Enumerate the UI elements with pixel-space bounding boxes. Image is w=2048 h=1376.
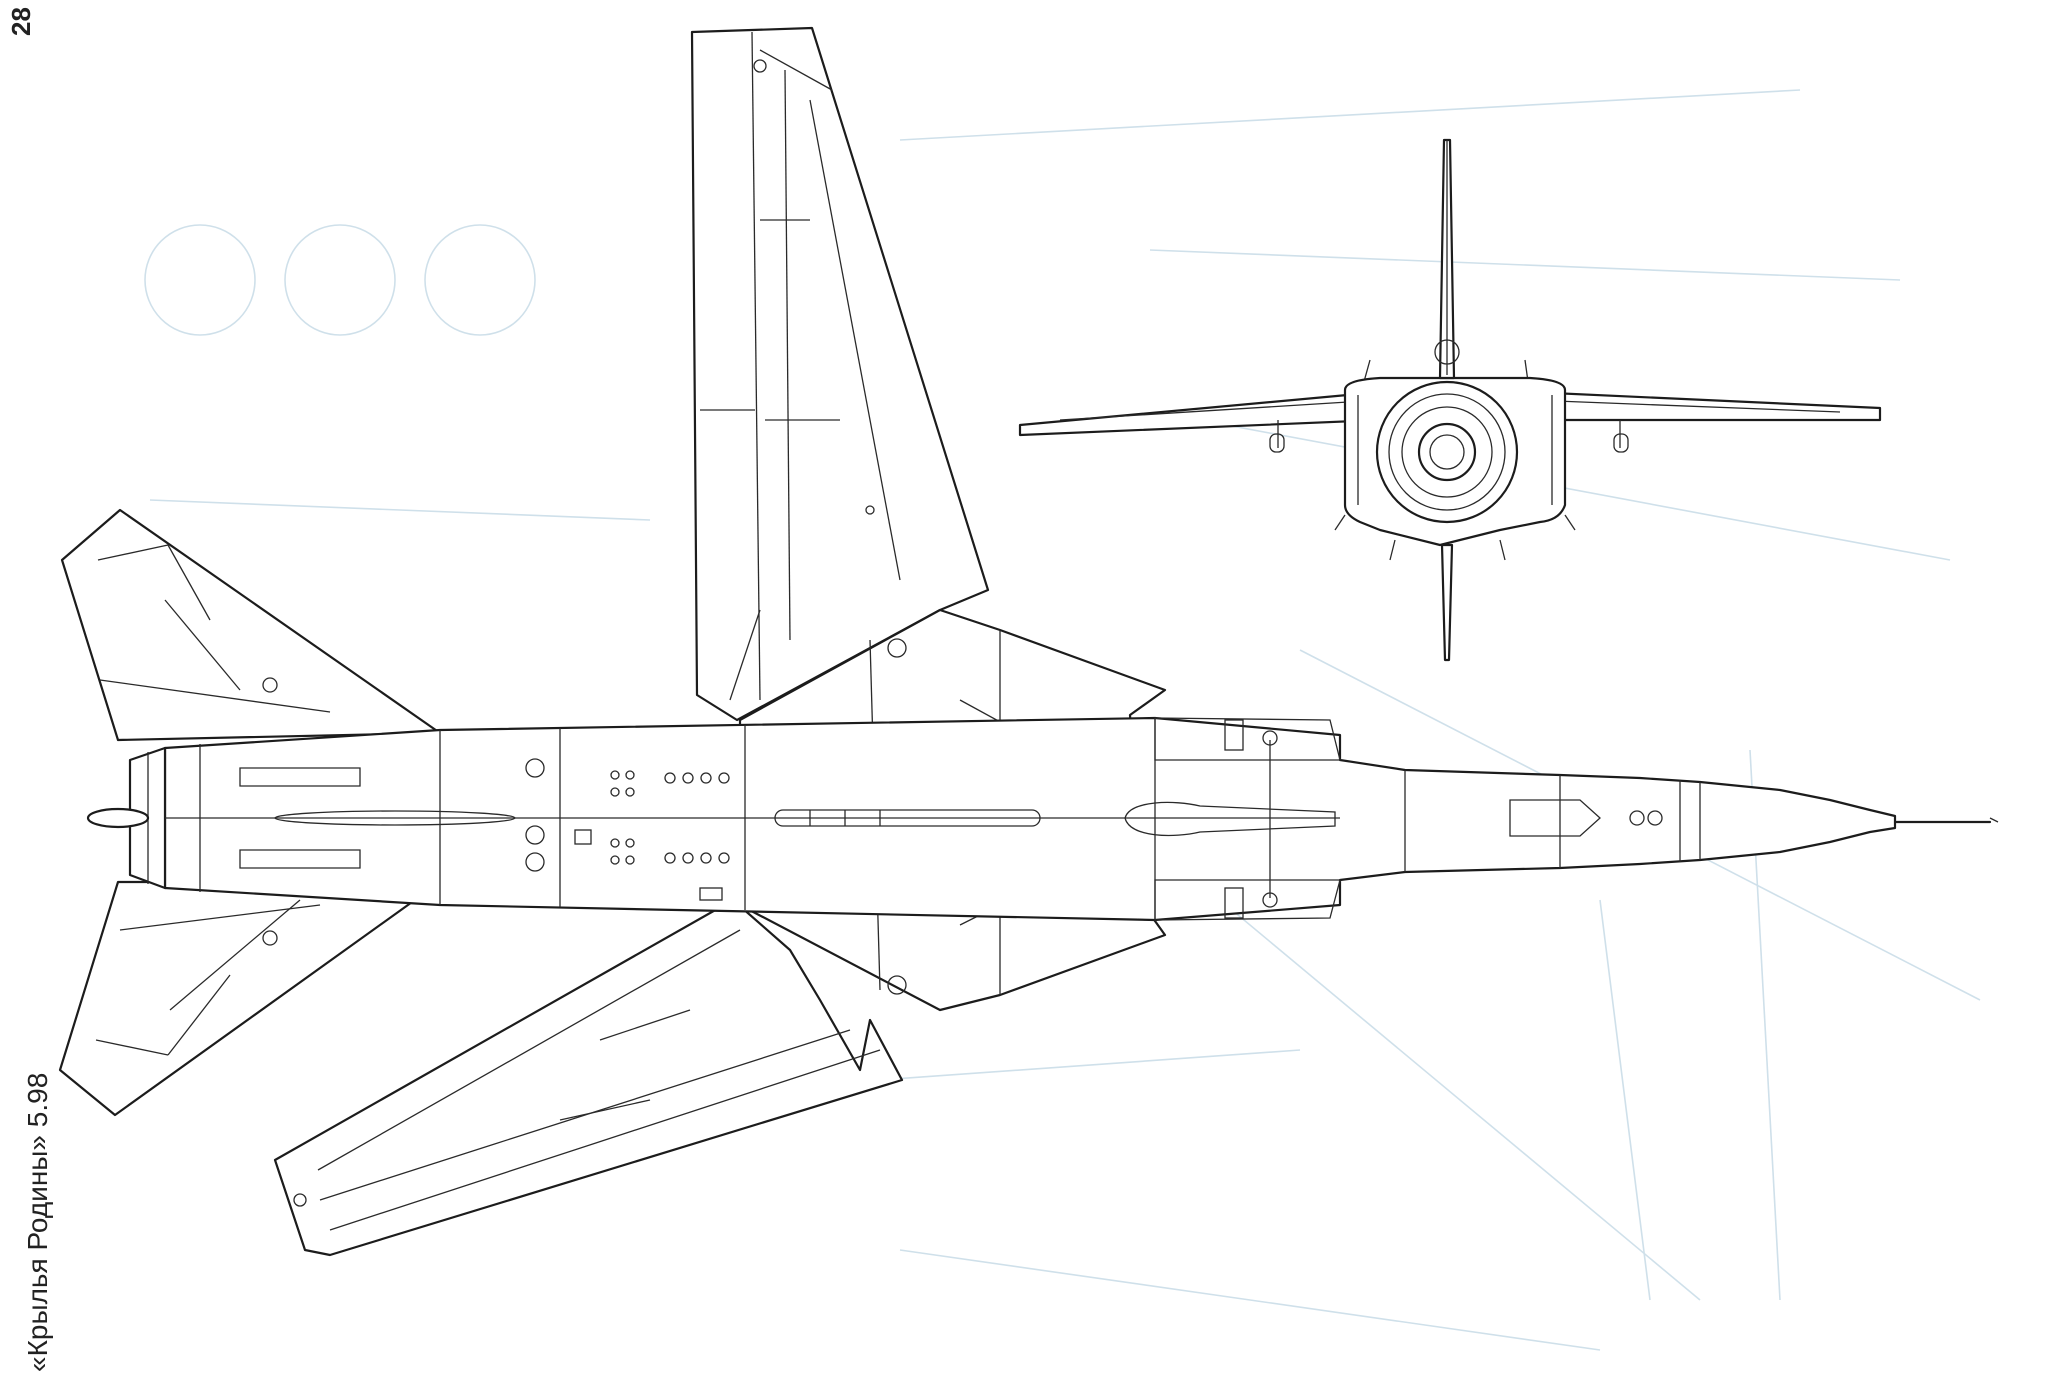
plan-view: [58, 26, 1999, 1257]
access-panels: [574, 770, 730, 901]
lower-stabilizer: [58, 880, 442, 1117]
intakes: [1154, 717, 1341, 921]
front-view: [1018, 138, 1882, 662]
fuselage: [86, 716, 1897, 922]
lower-wing: [273, 898, 904, 1257]
nose: [1509, 782, 1701, 860]
underbelly-store: [1124, 801, 1336, 837]
bleed-through-lines: [144, 89, 1981, 1351]
engine-hub: [1417, 422, 1477, 482]
front-ventral-fin: [1440, 543, 1454, 662]
front-gear: [1334, 514, 1576, 561]
center-store: [774, 809, 1041, 827]
upper-stabilizer: [60, 508, 442, 742]
